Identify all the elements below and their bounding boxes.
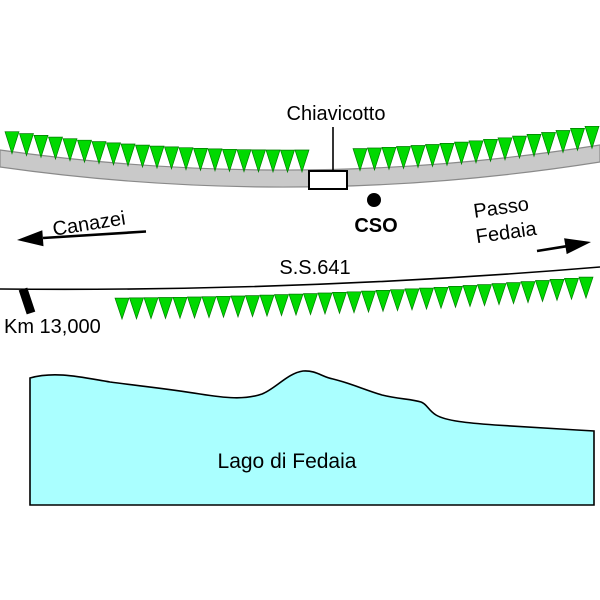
vegetation-triangle-icon: [164, 146, 179, 171]
vegetation-triangle-icon: [477, 284, 492, 307]
vegetation-triangle-icon: [149, 145, 165, 170]
vegetation-triangle-icon: [265, 149, 281, 174]
vegetation-triangle-icon: [187, 296, 202, 320]
vegetation-triangle-icon: [48, 136, 63, 161]
vegetation-triangle-icon: [158, 297, 173, 320]
vegetation-triangle-icon: [193, 148, 208, 172]
road-name-label: S.S.641: [279, 257, 350, 279]
vegetation-triangle-icon: [448, 286, 463, 309]
vegetation-triangle-icon: [4, 131, 20, 155]
vegetation-triangle-icon: [367, 147, 382, 172]
vegetation-triangle-icon: [454, 141, 469, 166]
vegetation-triangle-icon: [303, 293, 318, 316]
vegetation-triangle-icon: [62, 138, 78, 162]
vegetation-triangle-icon: [520, 281, 536, 304]
vegetation-triangle-icon: [396, 146, 411, 170]
lake-name-label: Lago di Fedaia: [218, 450, 357, 473]
vegetation-triangle-icon: [129, 297, 144, 321]
vegetation-triangle-icon: [317, 292, 333, 316]
vegetation-row-bottom: [114, 276, 594, 321]
vegetation-triangle-icon: [381, 146, 397, 171]
vegetation-triangle-icon: [120, 143, 136, 168]
vegetation-triangle-icon: [404, 288, 420, 312]
cso-marker-icon: [367, 193, 381, 207]
vegetation-triangle-icon: [375, 290, 391, 313]
vegetation-triangle-icon: [491, 283, 507, 306]
vegetation-triangle-icon: [91, 141, 107, 165]
lake-shape: [29, 370, 595, 506]
vegetation-triangle-icon: [419, 287, 434, 311]
vegetation-row-top-right: [352, 125, 600, 172]
vegetation-triangle-icon: [216, 295, 231, 319]
vegetation-triangle-icon: [201, 296, 217, 319]
vegetation-triangle-icon: [570, 128, 585, 152]
vegetation-triangle-icon: [352, 148, 368, 172]
km-tick-icon: [18, 287, 36, 315]
vegetation-triangle-icon: [294, 149, 310, 174]
culvert-box-icon: [308, 170, 348, 190]
vegetation-triangle-icon: [425, 144, 440, 168]
vegetation-triangle-icon: [361, 290, 376, 314]
vegetation-triangle-icon: [483, 138, 498, 163]
vegetation-triangle-icon: [433, 286, 449, 310]
vegetation-triangle-icon: [439, 143, 455, 167]
vegetation-triangle-icon: [33, 135, 49, 159]
vegetation-triangle-icon: [462, 285, 478, 308]
vegetation-triangle-icon: [332, 292, 347, 315]
roadside-line: [0, 266, 600, 291]
vegetation-triangle-icon: [106, 142, 121, 167]
vegetation-triangle-icon: [172, 296, 188, 320]
vegetation-triangle-icon: [19, 133, 34, 157]
passo-fedaia-label-line2: Fedaia: [474, 218, 538, 248]
vegetation-triangle-icon: [584, 125, 600, 150]
km-marker-label: Km 13,000: [4, 316, 101, 338]
vegetation-triangle-icon: [578, 276, 594, 300]
vegetation-triangle-icon: [512, 135, 527, 160]
vegetation-row-top-left: [4, 131, 310, 174]
vegetation-triangle-icon: [564, 277, 579, 301]
vegetation-triangle-icon: [230, 295, 246, 319]
arrow-right-icon: [536, 238, 591, 255]
vegetation-triangle-icon: [143, 297, 159, 320]
vegetation-triangle-icon: [497, 137, 513, 161]
vegetation-triangle-icon: [245, 295, 260, 318]
vegetation-triangle-icon: [346, 291, 362, 314]
vegetation-triangle-icon: [207, 148, 223, 173]
vegetation-triangle-icon: [526, 134, 542, 158]
vegetation-triangle-icon: [259, 294, 275, 318]
vegetation-triangle-icon: [114, 297, 130, 321]
vegetation-triangle-icon: [468, 140, 484, 164]
vegetation-triangle-icon: [236, 149, 252, 173]
vegetation-triangle-icon: [506, 282, 521, 305]
vegetation-triangle-icon: [280, 149, 295, 174]
vegetation-triangle-icon: [535, 280, 550, 303]
vegetation-triangle-icon: [390, 289, 405, 312]
vegetation-triangle-icon: [288, 293, 304, 317]
vegetation-triangle-icon: [251, 149, 266, 174]
vegetation-triangle-icon: [555, 130, 571, 154]
chiavicotto-label: Chiavicotto: [287, 103, 386, 125]
passo-fedaia-label-line1: Passo: [472, 193, 530, 223]
vegetation-triangle-icon: [77, 139, 92, 164]
arrow-left-icon: [17, 230, 147, 247]
vegetation-triangle-icon: [549, 279, 565, 302]
vegetation-triangle-icon: [222, 148, 237, 173]
vegetation-triangle-icon: [178, 147, 194, 171]
vegetation-triangle-icon: [541, 132, 556, 156]
vegetation-triangle-icon: [135, 144, 150, 169]
cso-label: CSO: [354, 215, 397, 237]
vegetation-triangle-icon: [410, 145, 426, 169]
vegetation-triangle-icon: [274, 294, 289, 317]
